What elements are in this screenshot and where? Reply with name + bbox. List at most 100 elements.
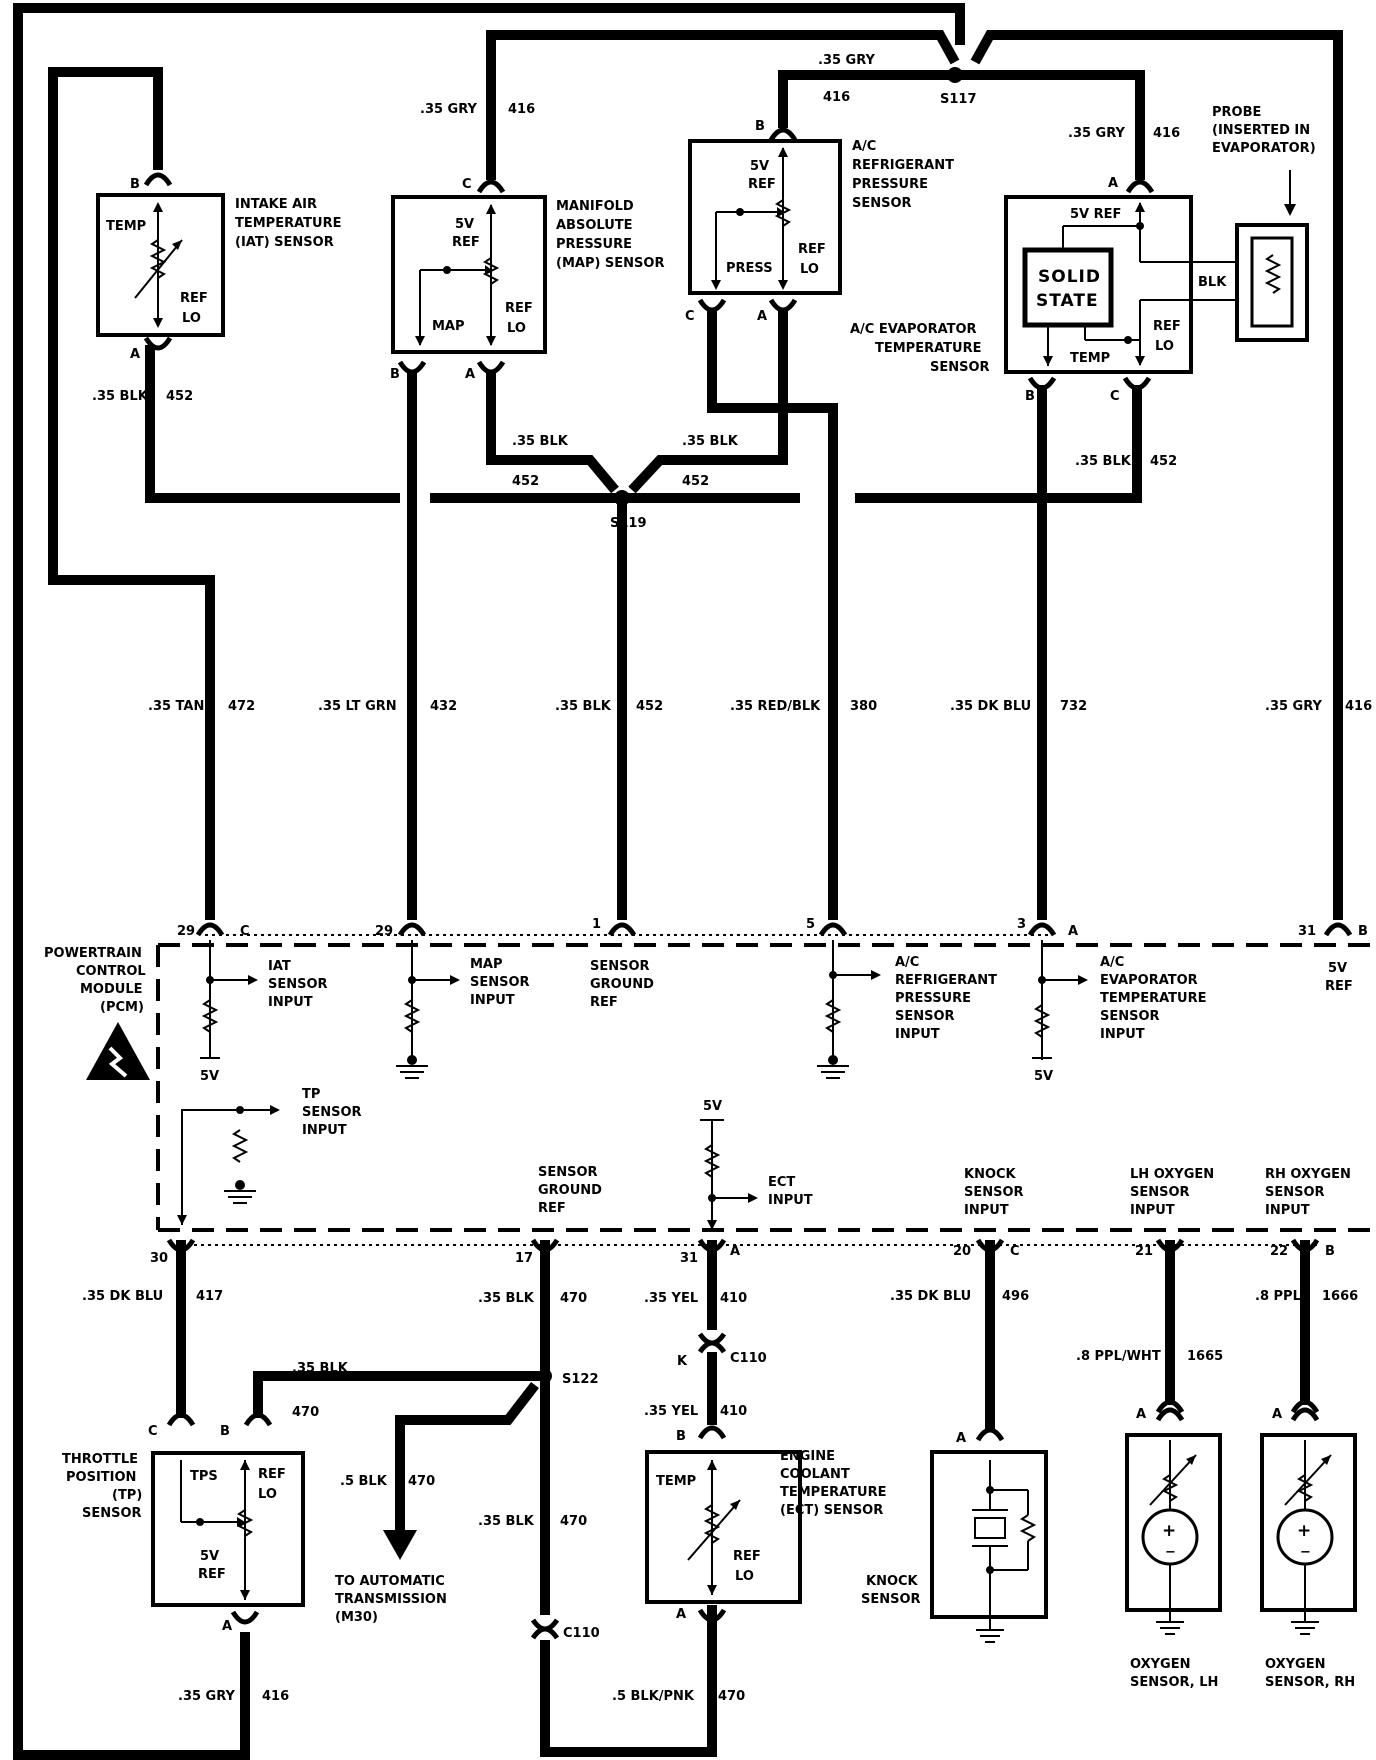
wire-blk-452-iat [145, 345, 400, 503]
iat-title-1: INTAKE AIR [235, 197, 317, 212]
knock-pin-a: A [956, 1431, 966, 1446]
label-iat-blk-color: .35 BLK [92, 389, 149, 404]
pcm-rho2-1: RH OXYGEN [1265, 1167, 1351, 1182]
label-lh-circuit: 1665 [1187, 1349, 1223, 1364]
label-mid-0-color: .35 TAN [148, 699, 204, 714]
label-gry-s117-circuit: 416 [823, 90, 850, 105]
label-gndlow-circuit: 470 [560, 1514, 587, 1529]
label-mid-4-circuit: 732 [1060, 699, 1087, 714]
pcm-knock-3: INPUT [964, 1203, 1009, 1218]
o2-lh-title-2: SENSOR, LH [1130, 1675, 1218, 1690]
label-rh-color: .8 PPL [1255, 1289, 1301, 1304]
label-trans-color: .5 BLK [340, 1474, 388, 1489]
pcm-knock-2: SENSOR [964, 1185, 1024, 1200]
splice-s122-dot [538, 1369, 552, 1383]
label-trans-circuit: 470 [408, 1474, 435, 1489]
ac-press-pin-c: C [685, 309, 695, 324]
pcm-iat-5v: 5V [200, 1069, 219, 1084]
pcm-ace-input-2: EVAPORATOR [1100, 973, 1198, 988]
wire-gry-416-outer [13, 3, 965, 1760]
iat-label-temp: TEMP [106, 219, 146, 234]
label-gry-map-color: .35 GRY [420, 102, 478, 117]
pcm-acp-input-4: SENSOR [895, 1009, 955, 1024]
ect-title-1: ENGINE [780, 1449, 835, 1464]
o2-lh-plus: + [1162, 1521, 1177, 1541]
evap-label-solid: SOLID [1038, 267, 1101, 287]
o2-lh-title-1: OXYGEN [1130, 1657, 1190, 1672]
evap-label-5vref: 5V REF [1070, 207, 1121, 222]
wire-gry-416-ac [778, 70, 955, 128]
evap-label-ref: REF [1153, 319, 1181, 334]
splice-s119-label: S119 [610, 516, 647, 531]
o2-lh-pin-a: A [1136, 1407, 1146, 1422]
pcm-bot-pin-2: 31 [680, 1251, 698, 1266]
tp-label-ref2: REF [198, 1567, 226, 1582]
pcm-5vref-1: 5V [1328, 961, 1347, 976]
pcm-title-3: MODULE [80, 982, 143, 997]
probe-title-3: EVAPORATOR) [1212, 141, 1316, 156]
splice-s122-label: S122 [562, 1372, 599, 1387]
pcm-bot-pin-3: 20 [953, 1244, 971, 1259]
pcm-bottom-cups [166, 1238, 1320, 1253]
wire-tan-472 [48, 67, 215, 920]
ect-label-lo: LO [735, 1569, 754, 1584]
pcm-top-pin-3: 5 [806, 917, 815, 932]
label-map-blk-circuit: 452 [512, 474, 539, 489]
splice-s119-dot [614, 490, 630, 506]
pcm-title-2: CONTROL [76, 964, 146, 979]
label-mid-3-color: .35 RED/BLK [730, 699, 821, 714]
label-tp-circuit: 417 [196, 1289, 223, 1304]
map-sensor: 5V REF MAP REF LO C B A MANIFOLD ABSOLUT… [390, 177, 664, 382]
label-mid-3-circuit: 380 [850, 699, 877, 714]
iat-label-lo: LO [182, 311, 201, 326]
wire-redblk-380 [707, 310, 838, 920]
wires [13, 3, 1343, 1760]
ac-press-title-4: SENSOR [852, 196, 912, 211]
label-knock-color: .35 DK BLU [890, 1289, 971, 1304]
pcm-ace-input-4: SENSOR [1100, 1009, 1160, 1024]
tp-label-5v: 5V [200, 1549, 219, 1564]
splice-s117-label: S117 [940, 92, 977, 107]
tp-pin-a: A [222, 1619, 232, 1634]
map-title-1: MANIFOLD [556, 199, 634, 214]
label-evap-blk-color: .35 BLK [1075, 454, 1132, 469]
map-title-3: PRESSURE [556, 237, 632, 252]
label-ectblk-color: .5 BLK/PNK [612, 1689, 695, 1704]
pcm-ect-2: INPUT [768, 1193, 813, 1208]
tp-label-ref: REF [258, 1467, 286, 1482]
evap-pin-b: B [1025, 389, 1035, 404]
tp-title-3: (TP) [112, 1488, 142, 1503]
pcm-acp-input-1: A/C [895, 955, 919, 970]
knock-title-2: SENSOR [861, 1592, 921, 1607]
pcm-top-pin-2: 1 [592, 917, 601, 932]
pcm-tp-input-3: INPUT [302, 1123, 347, 1138]
label-tpgry-color: .35 GRY [178, 1689, 236, 1704]
map-title-4: (MAP) SENSOR [556, 256, 664, 271]
o2-rh-pin-a: A [1272, 1407, 1282, 1422]
tp-title-2: POSITION [66, 1470, 136, 1485]
ac-press-label-ref2: REF [798, 242, 826, 257]
ac-press-title-1: A/C [852, 139, 876, 154]
map-label-5v: 5V [455, 217, 474, 232]
pcm-top-pin-5-letter: B [1358, 924, 1368, 939]
evap-pin-a: A [1108, 176, 1118, 191]
iat-label-ref: REF [180, 291, 208, 306]
ect-sensor: TEMP REF LO B A ENGINE COOLANT TEMPERATU… [645, 1425, 886, 1623]
pcm-knock-1: KNOCK [964, 1167, 1017, 1182]
wire-blk-470-lower [540, 1605, 717, 1757]
top-connectors [143, 127, 1155, 391]
pcm-iat-input-2: SENSOR [268, 977, 328, 992]
o2-rh-title-1: OXYGEN [1265, 1657, 1325, 1672]
o2-rh-title-2: SENSOR, RH [1265, 1675, 1355, 1690]
evap-title-3: SENSOR [930, 360, 990, 375]
o2-rh-minus: − [1300, 1545, 1311, 1560]
wire-blk-452-evap [1040, 385, 1142, 503]
bottom-wire-labels: .35 DK BLU 417 .35 BLK 470 .35 YEL 410 .… [82, 1289, 1358, 1704]
label-ect-color: .35 YEL [644, 1291, 698, 1306]
arrow-to-transmission [383, 1530, 417, 1560]
ect-pin-b: B [676, 1429, 686, 1444]
map-label-ref2: REF [505, 301, 533, 316]
pcm-tp-input-2: SENSOR [302, 1105, 362, 1120]
label-gndlow-color: .35 BLK [478, 1514, 535, 1529]
label-ac-blk-color: .35 BLK [682, 434, 739, 449]
